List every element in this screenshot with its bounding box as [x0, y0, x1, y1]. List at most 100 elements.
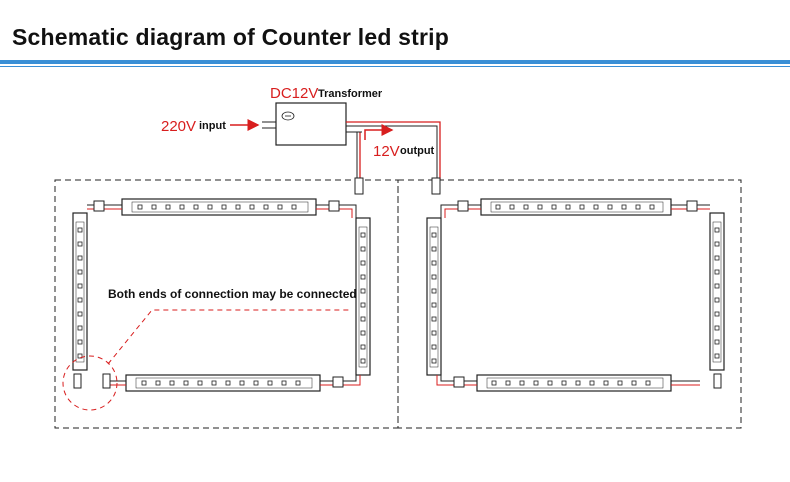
- led-dot: [179, 204, 185, 210]
- led-dot: [183, 380, 189, 386]
- led-dot: [645, 380, 651, 386]
- output-label: output: [400, 145, 435, 157]
- led-dot: [505, 380, 511, 386]
- led-dot: [141, 380, 147, 386]
- output-voltage-label: 12V: [373, 143, 400, 160]
- led-dot: [491, 380, 497, 386]
- led-dot: [714, 227, 720, 233]
- led-dot: [77, 227, 83, 233]
- led-dot: [263, 204, 269, 210]
- led-dot: [77, 311, 83, 317]
- led-strip: [355, 217, 371, 376]
- led-dot: [495, 204, 501, 210]
- led-dot: [77, 255, 83, 261]
- led-dot: [360, 246, 366, 252]
- input-label: input: [199, 120, 226, 132]
- page-title: Schematic diagram of Counter led strip: [12, 24, 450, 50]
- led-strip: [72, 212, 88, 371]
- led-dot: [509, 204, 515, 210]
- right-counter-outline: [397, 179, 742, 429]
- led-dot: [360, 232, 366, 238]
- led-dot: [77, 283, 83, 289]
- led-dot: [714, 283, 720, 289]
- led-strip: [426, 217, 442, 376]
- led-dot: [617, 380, 623, 386]
- led-dot: [431, 358, 437, 364]
- led-dot: [155, 380, 161, 386]
- led-dot: [565, 204, 571, 210]
- led-dot: [631, 380, 637, 386]
- led-strip: [476, 374, 672, 392]
- led-dot: [431, 344, 437, 350]
- led-dot: [547, 380, 553, 386]
- led-dot: [649, 204, 655, 210]
- led-dot: [77, 339, 83, 345]
- led-dot: [137, 204, 143, 210]
- led-dot: [249, 204, 255, 210]
- led-dot: [77, 325, 83, 331]
- led-dot: [277, 204, 283, 210]
- led-dot: [197, 380, 203, 386]
- led-dot: [239, 380, 245, 386]
- led-dot: [714, 353, 720, 359]
- led-dot: [165, 204, 171, 210]
- led-dot: [267, 380, 273, 386]
- led-dot: [519, 380, 525, 386]
- led-dot: [431, 288, 437, 294]
- led-dot: [207, 204, 213, 210]
- led-dot: [589, 380, 595, 386]
- led-dot: [360, 344, 366, 350]
- led-dot: [593, 204, 599, 210]
- led-dot: [221, 204, 227, 210]
- led-dot: [635, 204, 641, 210]
- led-dot: [151, 204, 157, 210]
- header-rule: [0, 60, 790, 64]
- header-rule-thin: [0, 66, 790, 67]
- led-dot: [714, 297, 720, 303]
- led-dot: [561, 380, 567, 386]
- led-dot: [431, 232, 437, 238]
- led-dot: [714, 339, 720, 345]
- led-strip: [709, 212, 725, 371]
- led-strip: [121, 198, 317, 216]
- led-dot: [360, 316, 366, 322]
- transformer-indicator: [281, 111, 295, 121]
- output-arrow: [364, 124, 394, 140]
- led-dot: [360, 288, 366, 294]
- led-dot: [291, 204, 297, 210]
- led-dot: [193, 204, 199, 210]
- led-strip: [125, 374, 321, 392]
- led-dot: [431, 274, 437, 280]
- led-dot: [551, 204, 557, 210]
- led-dot: [714, 241, 720, 247]
- led-dot: [77, 269, 83, 275]
- led-dot: [360, 358, 366, 364]
- led-dot: [295, 380, 301, 386]
- led-dot: [621, 204, 627, 210]
- led-dot: [360, 302, 366, 308]
- led-dot: [431, 330, 437, 336]
- led-dot: [360, 330, 366, 336]
- left-counter-outline: [54, 179, 399, 429]
- led-dot: [431, 246, 437, 252]
- led-dot: [77, 297, 83, 303]
- callout-leader: [107, 309, 352, 365]
- callout-circle: [62, 355, 118, 411]
- led-dot: [253, 380, 259, 386]
- led-dot: [431, 316, 437, 322]
- led-dot: [235, 204, 241, 210]
- led-dot: [533, 380, 539, 386]
- led-dot: [714, 325, 720, 331]
- led-dot: [523, 204, 529, 210]
- connection-note: Both ends of connection may be connected: [108, 287, 357, 301]
- led-dot: [360, 260, 366, 266]
- led-dot: [575, 380, 581, 386]
- led-dot: [714, 255, 720, 261]
- led-dot: [211, 380, 217, 386]
- led-dot: [607, 204, 613, 210]
- led-dot: [281, 380, 287, 386]
- led-dot: [603, 380, 609, 386]
- led-dot: [360, 274, 366, 280]
- led-dot: [714, 269, 720, 275]
